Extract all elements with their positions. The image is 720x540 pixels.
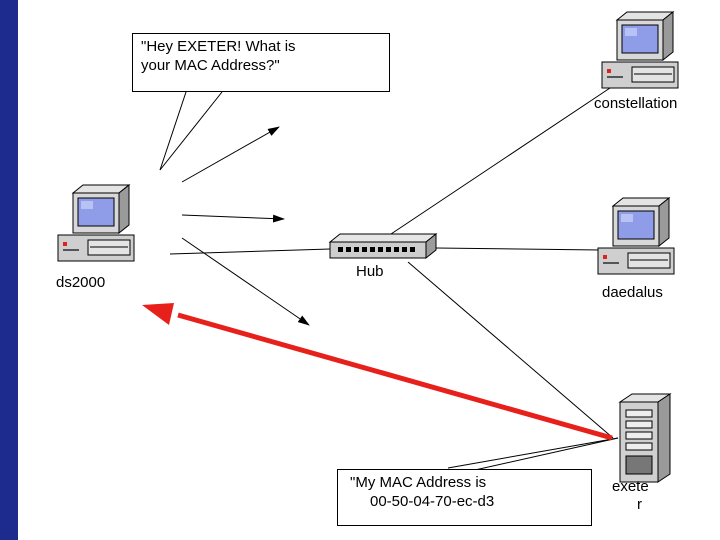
reply-callout-line2: 00-50-04-70-ec-d3 [370, 493, 495, 510]
constellation-label: constellation [594, 95, 678, 112]
reply-callout: "My MAC Address is 00-50-04-70-ec-d3 [337, 469, 592, 526]
reply-arrowhead [142, 303, 174, 325]
reply-arrow [177, 312, 613, 441]
hub-icon [328, 232, 438, 260]
constellation-computer-icon [601, 11, 679, 89]
link-ds2000-hub [169, 248, 331, 255]
link-hub-daedalus [435, 247, 601, 251]
ds2000-label: ds2000 [56, 274, 106, 291]
exeter-server-icon [618, 393, 672, 483]
request-callout-tail [159, 91, 223, 171]
hub-label: Hub [356, 263, 384, 280]
link-hub-constellation [384, 87, 611, 239]
request-callout: "Hey EXETER! What is your MAC Address?" [132, 33, 390, 92]
ds2000-computer-icon [57, 184, 135, 262]
exeter-label-line2: r [637, 496, 642, 513]
request-callout-line1: "Hey EXETER! What is [141, 38, 296, 55]
request-callout-tail [159, 91, 187, 171]
reply-callout-line1: "My MAC Address is [350, 474, 487, 491]
reply-callout-tail [465, 437, 619, 473]
daedalus-computer-icon [597, 197, 675, 275]
daedalus-label: daedalus [602, 284, 663, 301]
reply-callout-tail [447, 437, 619, 469]
link-hub-exeter [407, 261, 614, 439]
exeter-label-line1: exete [612, 478, 649, 495]
request-callout-line2: your MAC Address?" [141, 57, 280, 74]
broadcast-arrow-right [181, 214, 285, 223]
broadcast-arrow-up [181, 126, 280, 183]
broadcast-arrow-down [181, 237, 310, 326]
